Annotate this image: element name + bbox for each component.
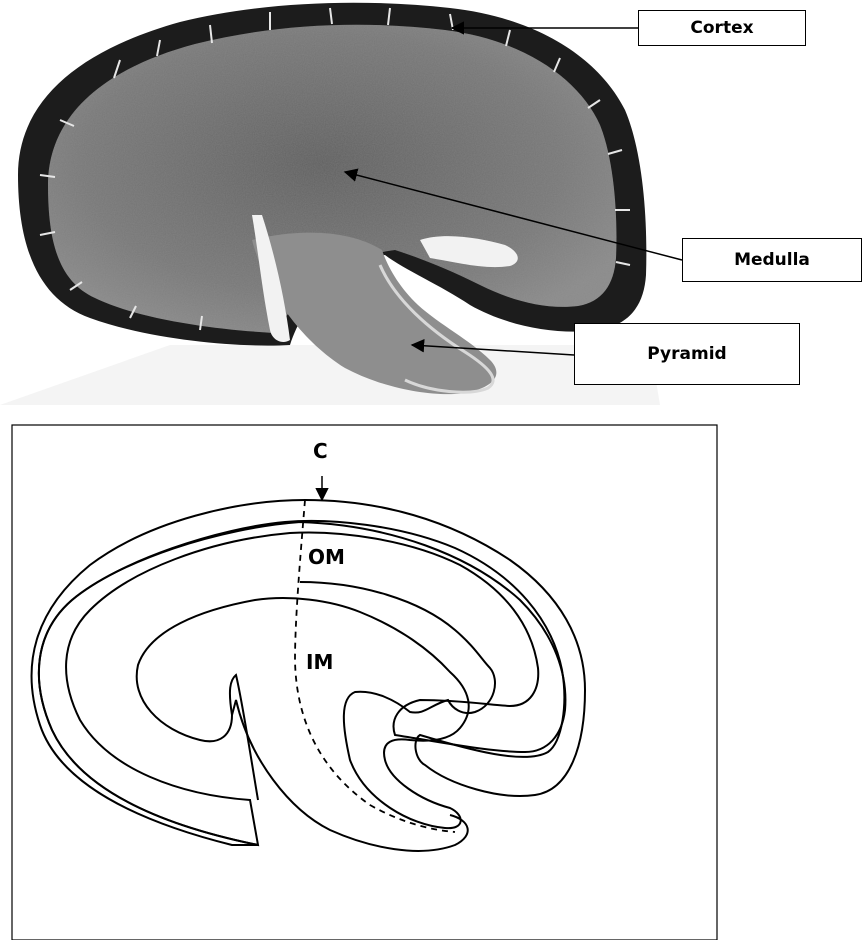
c-label: C (313, 439, 328, 463)
pyramid-label: Pyramid (574, 323, 800, 385)
om-label: OM (308, 545, 345, 569)
schematic-frame (12, 425, 717, 940)
kidney-section-photo (0, 3, 660, 405)
medulla-label: Medulla (682, 238, 862, 282)
cortex-label: Cortex (638, 10, 806, 46)
im-label: IM (306, 650, 333, 674)
